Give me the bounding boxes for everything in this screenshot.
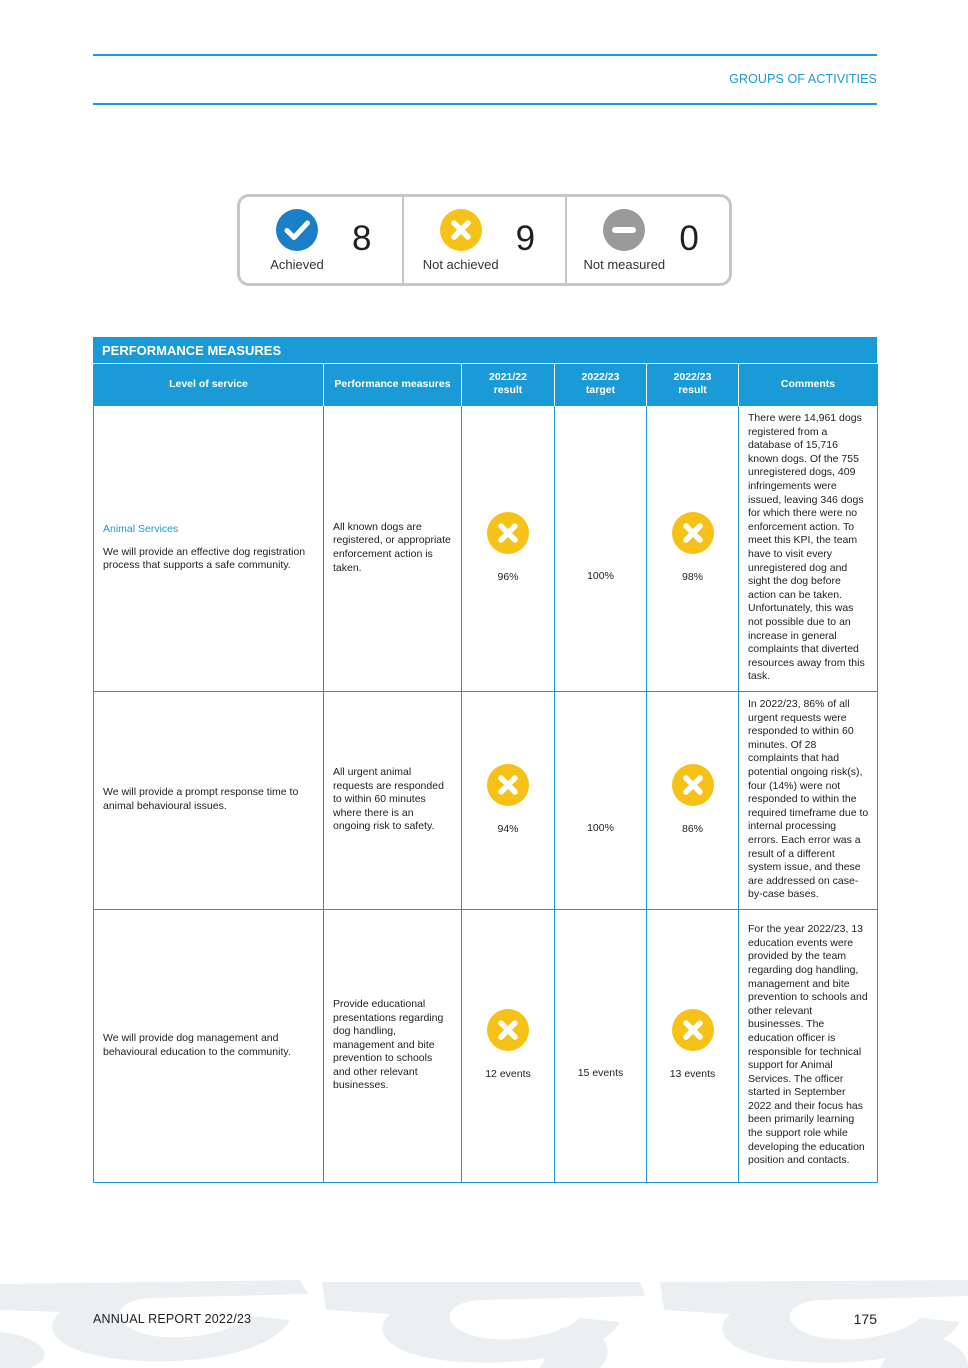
- target-cell: 15 events: [554, 908, 647, 1183]
- summary-not-achieved: 9 Not achieved: [401, 197, 566, 283]
- category-label: Animal Services: [103, 523, 179, 536]
- results-summary: 8 Achieved 9 Not achieved 0 Not measured: [237, 194, 732, 286]
- not-achieved-icon: [671, 763, 714, 806]
- not-achieved-icon: [671, 511, 714, 554]
- not-achieved-icon: [487, 1009, 529, 1052]
- col-prior-result: 2021/22 result: [461, 364, 555, 405]
- level-of-service-cell: Animal Services We will provide an effec…: [93, 404, 324, 692]
- not-achieved-label: Not achieved: [422, 257, 499, 272]
- performance-measures-table: PERFORMANCE MEASURES Level of service Pe…: [93, 337, 878, 1183]
- comment-cell: There were 14,961 dogs registered from a…: [738, 404, 878, 692]
- not-achieved-icon: [671, 1009, 714, 1052]
- footer-report-title: ANNUAL REPORT 2022/23: [93, 1312, 252, 1326]
- performance-measure-cell: All known dogs are registered, or approp…: [323, 404, 462, 692]
- col-level-of-service: Level of service: [93, 364, 324, 405]
- header-rule-bottom: [93, 103, 877, 105]
- result-value: 98%: [681, 570, 703, 583]
- target-cell: 100%: [554, 690, 647, 910]
- comment-cell: For the year 2022/23, 13 education event…: [738, 908, 878, 1183]
- not-achieved-icon: [487, 511, 529, 554]
- col-performance-measures: Performance measures: [323, 364, 462, 405]
- level-of-service-text: We will provide a prompt response time t…: [103, 786, 299, 812]
- header-rule-top: [93, 54, 877, 56]
- performance-measure-cell: Provide educational presentations regard…: [323, 908, 462, 1183]
- result-value: 13 events: [669, 1068, 716, 1081]
- level-of-service-cell: We will provide a prompt response time t…: [93, 690, 324, 910]
- not-achieved-count: 9: [515, 219, 536, 258]
- result-cell: 13 events: [646, 908, 739, 1183]
- table-row: We will provide a prompt response time t…: [93, 690, 878, 910]
- prior-result-cell: 12 events: [461, 908, 555, 1183]
- x-circle-icon: [439, 209, 482, 251]
- summary-achieved: 8 Achieved: [240, 197, 402, 283]
- page-number: 175: [853, 1311, 877, 1327]
- col-comments: Comments: [738, 364, 878, 405]
- footer-pattern: [0, 1280, 968, 1368]
- target-value: 100%: [587, 569, 614, 582]
- section-title: GROUPS OF ACTIVITIES: [729, 72, 877, 86]
- target-value: 100%: [587, 821, 614, 834]
- table-row: We will provide dog management and behav…: [93, 908, 878, 1183]
- prior-result-cell: 96%: [461, 404, 555, 692]
- not-achieved-icon: [487, 763, 529, 806]
- level-of-service-text: We will provide dog management and behav…: [103, 1031, 291, 1058]
- achieved-count: 8: [352, 219, 372, 258]
- level-of-service-text: We will provide an effective dog registr…: [103, 545, 306, 572]
- table-header-row: Level of service Performance measures 20…: [93, 364, 878, 405]
- prior-result-cell: 94%: [461, 690, 555, 910]
- col-target: 2022/23 target: [554, 364, 647, 405]
- not-measured-label: Not measured: [583, 257, 666, 272]
- prior-result-value: 12 events: [485, 1068, 531, 1081]
- table-banner: PERFORMANCE MEASURES: [93, 337, 877, 364]
- result-cell: 86%: [646, 690, 739, 910]
- not-measured-count: 0: [679, 219, 699, 258]
- target-value: 15 events: [577, 1067, 624, 1080]
- check-circle-icon: [276, 209, 318, 251]
- table-row: Animal Services We will provide an effec…: [93, 404, 878, 692]
- level-of-service-cell: We will provide dog management and behav…: [93, 908, 324, 1183]
- minus-circle-icon: [603, 209, 646, 251]
- achieved-label: Achieved: [270, 257, 324, 272]
- result-value: 86%: [681, 822, 703, 835]
- prior-result-value: 96%: [497, 570, 519, 583]
- performance-measure-cell: All urgent animal requests are responded…: [323, 690, 462, 910]
- target-cell: 100%: [554, 404, 647, 692]
- prior-result-value: 94%: [497, 822, 519, 835]
- result-cell: 98%: [646, 404, 739, 692]
- measures-grid: Level of service Performance measures 20…: [93, 364, 878, 1183]
- col-result: 2022/23 result: [646, 364, 739, 405]
- summary-not-measured: 0 Not measured: [565, 197, 729, 283]
- comment-cell: In 2022/23, 86% of all urgent requests w…: [738, 690, 878, 910]
